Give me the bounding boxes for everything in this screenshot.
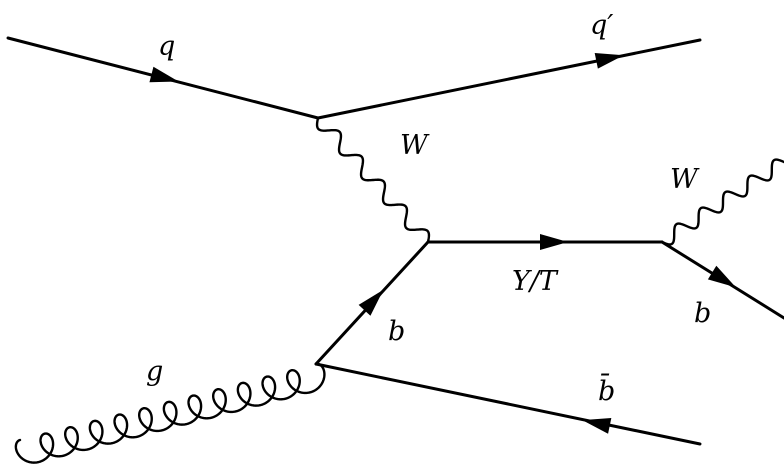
arrow-q — [149, 66, 179, 83]
quark-line-b-bar — [314, 362, 702, 446]
label-w-upper: W — [400, 130, 430, 161]
gluon-line — [14, 362, 326, 464]
quark-line-q-prime — [316, 38, 702, 120]
w-boson-upper — [315, 116, 431, 244]
arrow-q-prime — [594, 52, 624, 69]
label-q: q — [158, 31, 175, 62]
label-b-right: b — [694, 298, 711, 329]
label-g: g — [146, 356, 163, 387]
label-y-t: Y/T — [512, 266, 559, 297]
label-q-prime: q′ — [590, 10, 613, 41]
arrow-b-right — [707, 265, 736, 288]
label-b-left: b — [388, 316, 405, 347]
arrow-b-bar — [582, 418, 612, 434]
arrow-b-left — [358, 289, 384, 316]
arrow-vlq — [540, 234, 568, 250]
w-boson-right — [660, 158, 784, 246]
label-b-bar: b̄ — [598, 372, 615, 407]
label-w-right: W — [670, 164, 700, 195]
